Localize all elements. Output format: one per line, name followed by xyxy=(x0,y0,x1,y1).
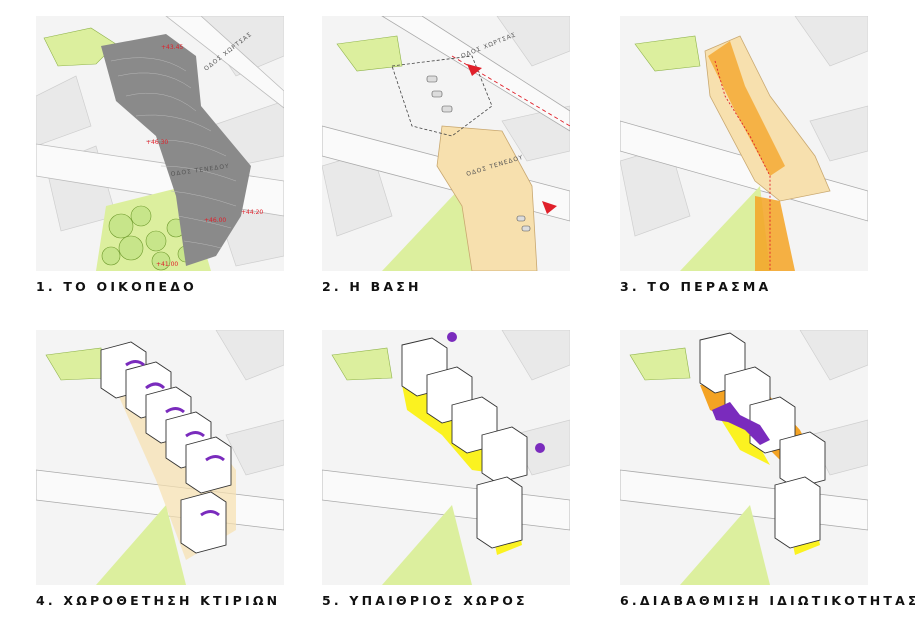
elevation-label-4: +44.20 xyxy=(241,209,263,216)
panel-passage xyxy=(620,16,868,271)
panel-base: ΟΔΟΣ ΧΩΡΤΣΑΣ ΟΔΟΣ ΤΕΝΕΔΟΥ xyxy=(322,16,570,271)
panel-caption: 1. ΤΟ ΟΙΚΟΠΕΔΟ xyxy=(36,279,197,294)
elevation-label-1: +43.45 xyxy=(161,44,183,51)
panel-caption: 4. ΧΩΡΟΘΕΤΗΣΗ ΚΤΙΡΙΩΝ xyxy=(36,593,281,608)
panel-open-space xyxy=(322,330,570,585)
terrain-mass xyxy=(101,34,251,266)
parking-outline xyxy=(391,55,493,137)
building-volumes xyxy=(100,341,232,554)
panel-caption: 3. ΤΟ ΠΕΡΑΣΜΑ xyxy=(620,279,772,294)
elevation-label-5: +41.00 xyxy=(156,261,178,268)
panel-site: +43.45 +46.30 +46.00 +44.20 +41.00 ΟΔΟΣ … xyxy=(36,16,284,271)
arrow-icon xyxy=(467,64,557,214)
elevation-label-3: +46.00 xyxy=(204,217,226,224)
public-path-purple xyxy=(712,402,770,445)
panel-caption: 2. Η ΒΑΣΗ xyxy=(322,279,422,294)
elevation-label-2: +46.30 xyxy=(146,139,168,146)
base-platform xyxy=(436,125,538,271)
building-volumes xyxy=(699,332,826,549)
panel-caption: 5. ΥΠΑΙΘΡΙΟΣ ΧΩΡΟΣ xyxy=(322,593,528,608)
panel-building-placement xyxy=(36,330,284,585)
close-icon xyxy=(447,332,545,453)
rotation-arrow-icon xyxy=(125,360,225,517)
panel-caption: 6.ΔΙΑΒΑΘΜΙΣΗ ΙΔΙΩΤΙΚΟΤΗΤΑΣ xyxy=(620,593,915,608)
semi-public-yellow xyxy=(715,410,770,465)
panel-privacy-gradation xyxy=(620,330,868,585)
passage-path xyxy=(708,41,785,176)
building-volumes xyxy=(401,337,528,549)
